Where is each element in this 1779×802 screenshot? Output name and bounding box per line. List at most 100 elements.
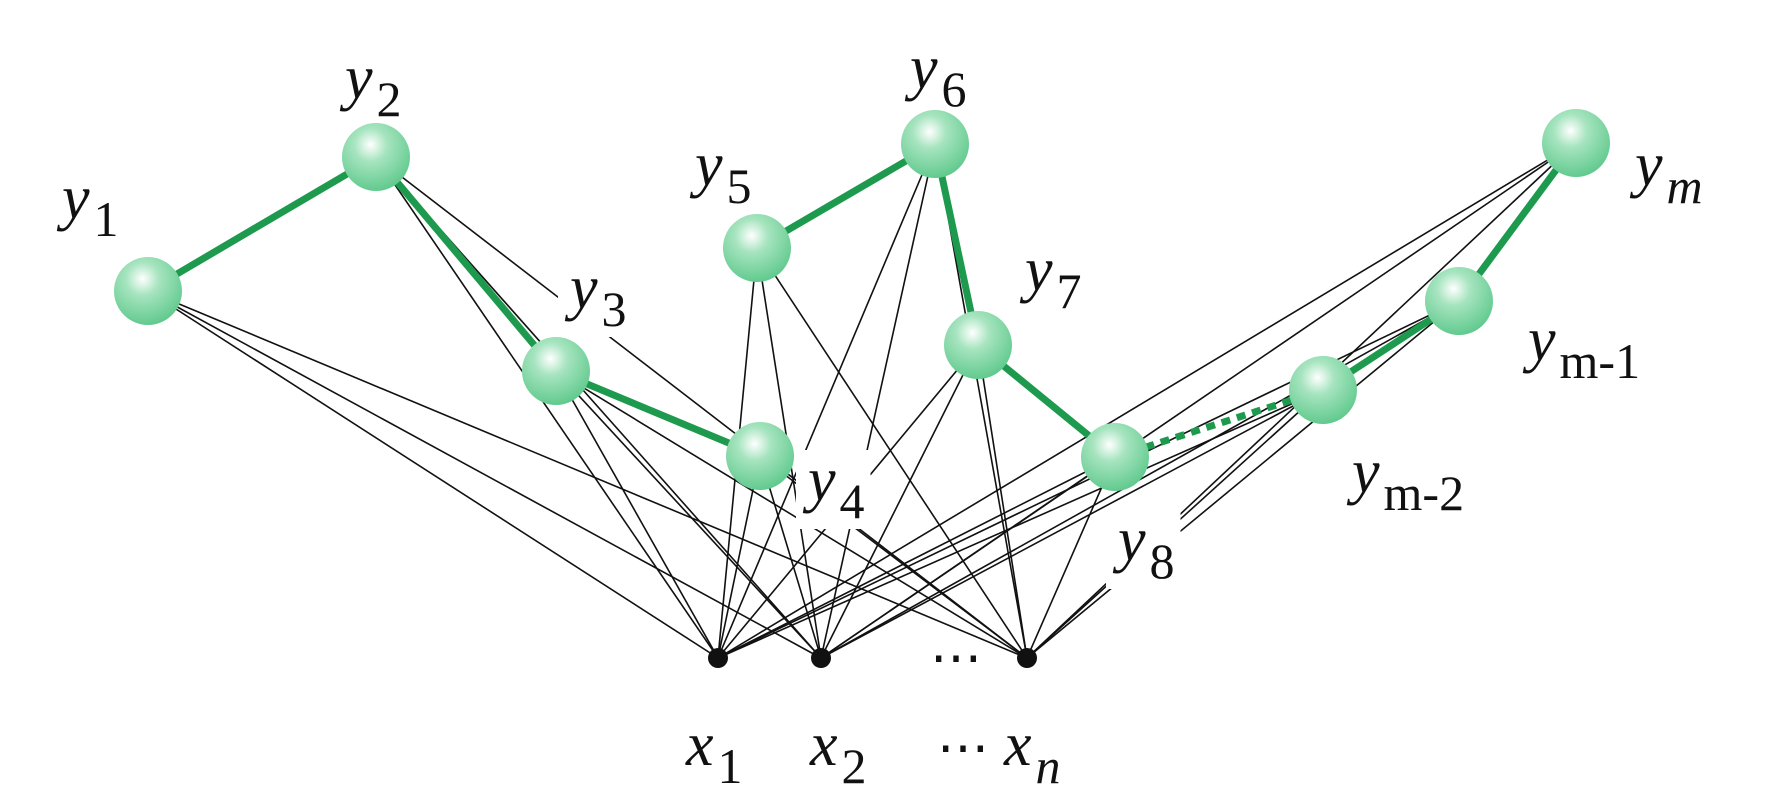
- edge-x1-y8: [717, 456, 1116, 659]
- label-ym2-var: y: [1346, 438, 1380, 506]
- label-halo-y7: [1013, 240, 1088, 319]
- chain-edge-y5-y6: [753, 140, 939, 252]
- label-y5: y5: [689, 131, 752, 214]
- edge-xn-y3: [555, 370, 1028, 659]
- label-y2: y2: [339, 44, 402, 127]
- edge-x1-y1: [147, 290, 719, 659]
- node-xn: [1017, 648, 1037, 668]
- label-y7: y7: [1019, 236, 1082, 319]
- label-halo-ym1: [1516, 310, 1647, 389]
- edge-x2-y6: [820, 143, 936, 659]
- label-halo-x2: [803, 715, 873, 794]
- label-halo-y2: [333, 48, 408, 127]
- node-y3: [522, 337, 590, 405]
- label-ym2: ym-2: [1346, 438, 1464, 521]
- label-halo-ym2: [1340, 442, 1471, 521]
- edge-x1-y2: [375, 156, 719, 659]
- dependency-edges: [147, 142, 1577, 659]
- label-y3: y3: [564, 254, 627, 337]
- edge-xn-ym1: [1026, 300, 1460, 659]
- chain-edge-y3-y4: [552, 367, 764, 460]
- edge-x1-y6: [717, 143, 936, 659]
- node-ym: [1542, 109, 1610, 177]
- label-y1: y1: [56, 164, 119, 247]
- edge-x1-y4: [717, 455, 761, 659]
- nodes: [114, 109, 1610, 668]
- node-y2: [342, 123, 410, 191]
- node-y4: [726, 422, 794, 490]
- label-y6-sub: 6: [942, 61, 967, 117]
- label-y6: y6: [904, 34, 967, 117]
- node-ym2: [1289, 356, 1357, 424]
- edge-xn-y5: [756, 247, 1028, 659]
- label-halo-y6: [898, 38, 973, 117]
- label-ym: ym: [1629, 131, 1703, 214]
- edge-x1-y3: [555, 370, 719, 659]
- label-xn: xn: [1003, 711, 1061, 794]
- label-y1-sub: 1: [94, 191, 119, 247]
- label-y3-var: y: [564, 254, 598, 322]
- edge-xn-y8: [1026, 456, 1116, 659]
- node-y6: [901, 110, 969, 178]
- chain-edge-y8-ym2: [1113, 386, 1325, 461]
- label-y8-var: y: [1112, 506, 1146, 574]
- label-x2-sub: 2: [842, 738, 867, 794]
- label-halo-y4: [796, 450, 871, 529]
- ellipsis-1: ⋯: [930, 630, 982, 687]
- label-y5-var: y: [689, 131, 723, 199]
- label-ym1: ym-1: [1522, 306, 1640, 389]
- node-y5: [723, 214, 791, 282]
- label-y2-var: y: [339, 44, 373, 112]
- label-ym-sub: m: [1667, 158, 1703, 214]
- label-y2-sub: 2: [377, 71, 402, 127]
- ellipsis-2: ⋯: [937, 720, 989, 777]
- edge-x2-ym: [820, 142, 1577, 659]
- edge-xn-y2: [375, 156, 1028, 659]
- node-y7: [944, 311, 1012, 379]
- label-halo-y3: [558, 258, 633, 337]
- label-xn-sub: n: [1036, 738, 1061, 794]
- chain-edge-y2-y3: [372, 153, 560, 375]
- label-y7-var: y: [1019, 236, 1053, 304]
- label-halo-y8: [1106, 510, 1181, 589]
- label-y4: y4: [802, 446, 865, 529]
- chain-edges: [144, 139, 1580, 461]
- label-y3-sub: 3: [602, 281, 627, 337]
- edge-x2-y3: [555, 370, 822, 659]
- label-halo-x1: [679, 715, 749, 794]
- label-halo-ym: [1623, 135, 1709, 214]
- label-x2-var: x: [809, 711, 838, 779]
- edge-x2-ym2: [820, 389, 1324, 659]
- chain-edge-y1-y2: [144, 153, 380, 295]
- node-ym1: [1425, 267, 1493, 335]
- label-halos: [50, 38, 1709, 794]
- node-x1: [708, 648, 728, 668]
- edge-x2-y4: [759, 455, 822, 659]
- node-y8: [1081, 423, 1149, 491]
- label-halo-xn: [997, 715, 1067, 794]
- label-x1-sub: 1: [718, 738, 743, 794]
- label-y5-sub: 5: [727, 158, 752, 214]
- label-halo-y5: [683, 135, 758, 214]
- label-y8-sub: 8: [1150, 533, 1175, 589]
- label-x1: x1: [685, 711, 743, 794]
- label-ym-var: y: [1629, 131, 1663, 199]
- node-x2: [811, 648, 831, 668]
- label-x2: x2: [809, 711, 867, 794]
- label-ym2-sub: m-2: [1384, 465, 1465, 521]
- label-xn-var: x: [1003, 711, 1032, 779]
- label-y4-sub: 4: [840, 473, 865, 529]
- edge-x1-ym2: [717, 389, 1324, 659]
- label-y6-var: y: [904, 34, 938, 102]
- edge-x2-y1: [147, 290, 822, 659]
- edge-x2-y7: [820, 344, 979, 659]
- chain-edge-y6-y7: [931, 140, 982, 349]
- node-y1: [114, 257, 182, 325]
- label-y8: y8: [1112, 506, 1175, 589]
- label-y7-sub: 7: [1057, 263, 1082, 319]
- label-x1-var: x: [685, 711, 714, 779]
- label-ym1-sub: m-1: [1560, 333, 1641, 389]
- edge-xn-y1: [147, 290, 1028, 659]
- edge-xn-y7: [977, 344, 1028, 659]
